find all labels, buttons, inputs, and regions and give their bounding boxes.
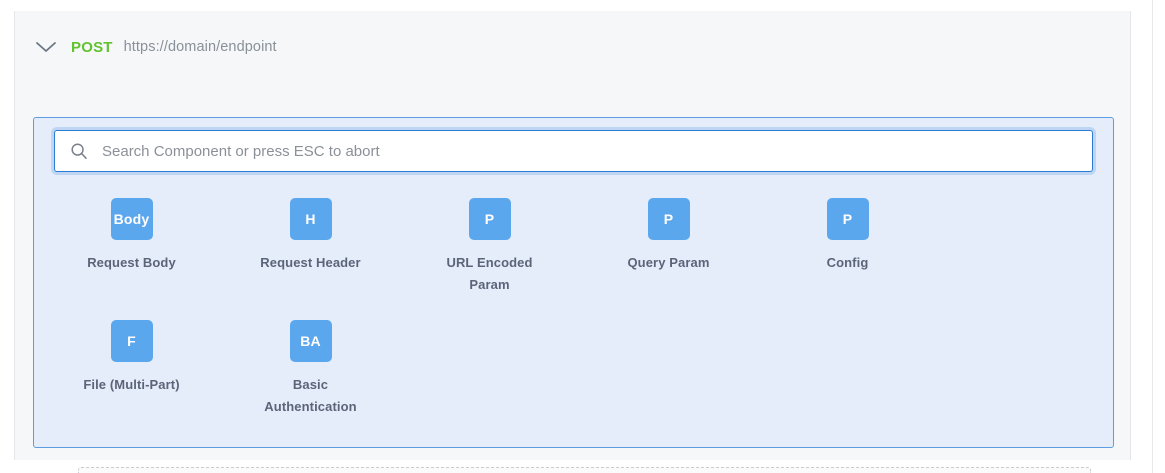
search-box[interactable] <box>54 130 1093 172</box>
component-item-basic-authentication[interactable]: BA Basic Authentication <box>221 314 400 418</box>
component-item-url-encoded-param[interactable]: P URL Encoded Param <box>400 192 579 296</box>
component-label: File (Multi-Part) <box>83 377 180 392</box>
component-item-request-body[interactable]: Body Request Body <box>42 192 221 296</box>
component-label: Request Body <box>87 255 176 270</box>
request-url-label: https://domain/endpoint <box>123 39 277 55</box>
search-row <box>34 118 1113 172</box>
component-label: Config <box>826 255 869 270</box>
component-badge: P <box>468 198 511 240</box>
component-badge: P <box>826 198 869 240</box>
component-label: Basic Authentication <box>264 377 357 414</box>
request-card: POST https://domain/endpoint Body <box>14 11 1131 460</box>
component-badge: H <box>289 198 332 240</box>
component-item-request-header[interactable]: H Request Header <box>221 192 400 296</box>
component-picker-panel: Body Request Body H Request Header P URL… <box>33 117 1114 448</box>
component-label: Request Header <box>260 255 361 270</box>
component-badge: BA <box>289 320 332 362</box>
search-icon <box>70 142 88 160</box>
component-badge: Body <box>110 198 153 240</box>
component-item-config[interactable]: P Config <box>758 192 937 296</box>
component-badge: P <box>647 198 690 240</box>
chevron-down-icon[interactable] <box>33 34 59 60</box>
request-method-label: POST <box>71 38 113 56</box>
component-grid: Body Request Body H Request Header P URL… <box>34 172 1113 436</box>
component-label: URL Encoded Param <box>446 255 533 292</box>
component-item-query-param[interactable]: P Query Param <box>579 192 758 296</box>
component-item-file-multi-part[interactable]: F File (Multi-Part) <box>42 314 221 418</box>
request-header: POST https://domain/endpoint <box>15 11 1130 83</box>
next-step-placeholder[interactable] <box>78 467 1091 473</box>
component-badge: F <box>110 320 153 362</box>
component-label: Query Param <box>627 255 710 270</box>
search-input[interactable] <box>102 131 1092 171</box>
page-divider <box>1152 0 1153 473</box>
